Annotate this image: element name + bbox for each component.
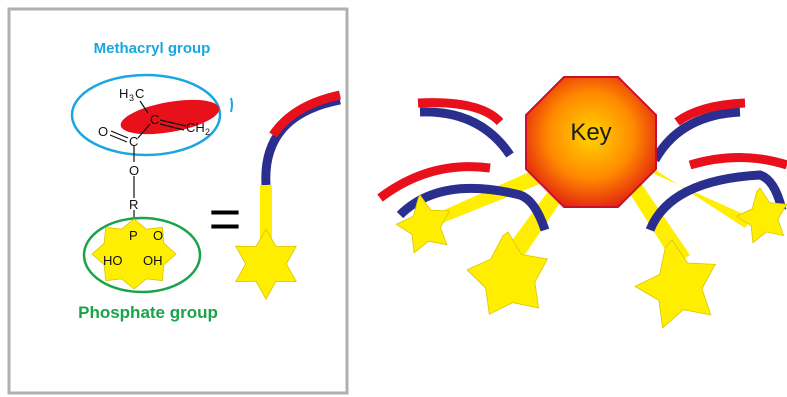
atom-p: P: [129, 228, 138, 243]
arc-upper-left-red: [417, 98, 504, 126]
phosphate-ellipse: [82, 216, 202, 294]
key-label: Key: [570, 119, 611, 146]
atom-c-carbonyl: C: [129, 134, 138, 149]
atom-oh: OH: [143, 253, 163, 268]
monomer-icon: [235, 90, 341, 300]
atom-o-carbonyl: O: [98, 124, 108, 139]
atom-r-group: R: [129, 197, 138, 212]
phosphate-star: [91, 218, 177, 290]
atom-o-ester: O: [129, 163, 139, 178]
atom-c-double: C: [150, 112, 159, 127]
arc-lower-left-red: [377, 162, 491, 202]
atom-ho: HO: [103, 253, 123, 268]
key-octagon: [525, 76, 657, 208]
star-right-small: [735, 187, 787, 244]
blue-arc-fragment: [230, 97, 233, 113]
equals-sign: =: [209, 187, 242, 250]
atom-o-phos: O: [153, 228, 163, 243]
arc-lower-right-red: [688, 153, 787, 170]
beam-right-upper: [640, 160, 752, 228]
atom-ch2-sub: 2: [205, 127, 210, 137]
left-panel-frame: [7, 7, 349, 395]
star-left-small: [395, 194, 451, 254]
arc-upper-left-blue: [419, 107, 514, 158]
key-assembly: Key: [377, 76, 787, 329]
methacryl-group-label: Methacryl group: [94, 40, 211, 57]
monomer-star: [235, 228, 297, 300]
atom-h3c-h: H: [119, 86, 128, 101]
phosphate-group-label: Phosphate group: [78, 303, 218, 322]
star-right-large: [634, 239, 716, 329]
atom-h3c-sub: 3: [129, 93, 134, 103]
arc-lower-right-blue: [645, 170, 787, 232]
arc-upper-right-red: [674, 98, 746, 126]
methacryl-ellipse: [70, 73, 222, 157]
star-left-large: [466, 231, 549, 315]
atom-ch2: CH: [186, 120, 205, 135]
atom-h3c-c: C: [135, 86, 144, 101]
arc-upper-right-blue: [651, 107, 741, 163]
